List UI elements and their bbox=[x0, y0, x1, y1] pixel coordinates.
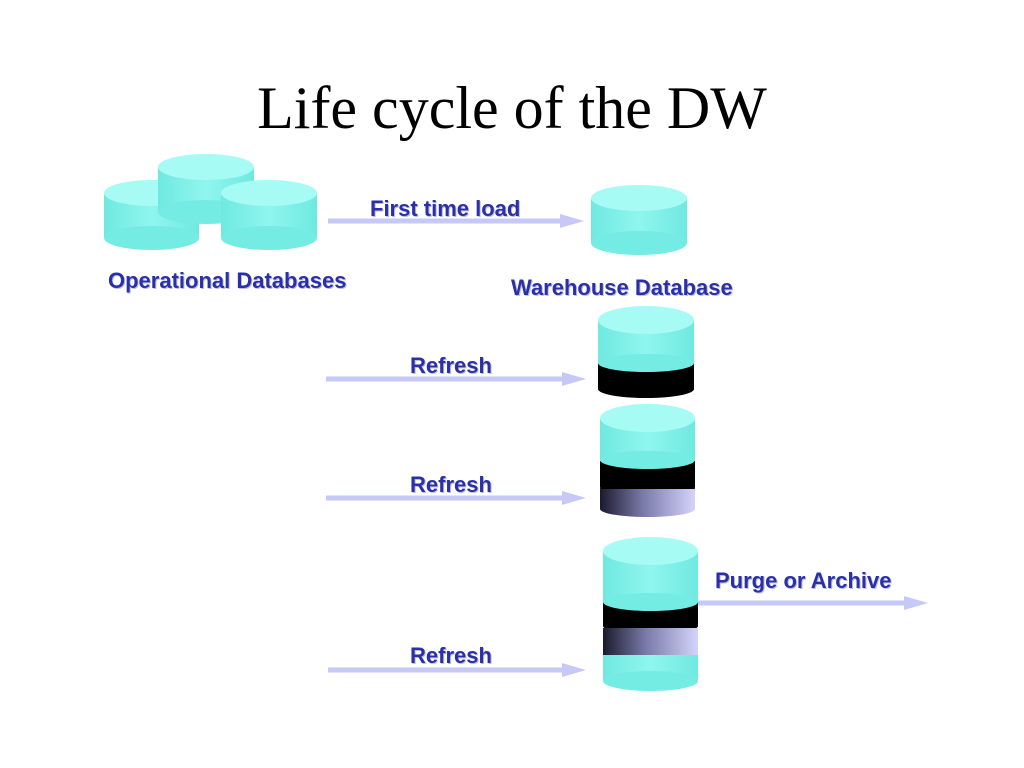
purge-or-archive-label: Purge or Archive bbox=[715, 568, 892, 593]
warehouse-refresh-2-icon bbox=[600, 404, 695, 517]
operational-databases-icon bbox=[104, 154, 317, 250]
warehouse-database-label: Warehouse Database bbox=[511, 275, 733, 300]
refresh-3-label: Refresh bbox=[410, 643, 492, 668]
refresh-1-label: Refresh bbox=[410, 353, 492, 378]
purge-arrow bbox=[698, 596, 928, 610]
first-load-arrow bbox=[328, 214, 584, 228]
refresh-2-label: Refresh bbox=[410, 472, 492, 497]
warehouse-refresh-1-icon bbox=[598, 306, 694, 398]
warehouse-refresh-3-icon bbox=[603, 537, 698, 691]
refresh-3-arrow bbox=[328, 663, 586, 677]
refresh-1-arrow bbox=[326, 372, 586, 386]
refresh-2-arrow bbox=[326, 491, 586, 505]
operational-db-cylinder-right bbox=[221, 180, 317, 250]
warehouse-database-icon bbox=[591, 185, 687, 255]
operational-databases-label: Operational Databases bbox=[108, 268, 347, 293]
slide-title: Life cycle of the DW bbox=[257, 75, 767, 141]
first-time-load-label: First time load bbox=[370, 196, 521, 221]
